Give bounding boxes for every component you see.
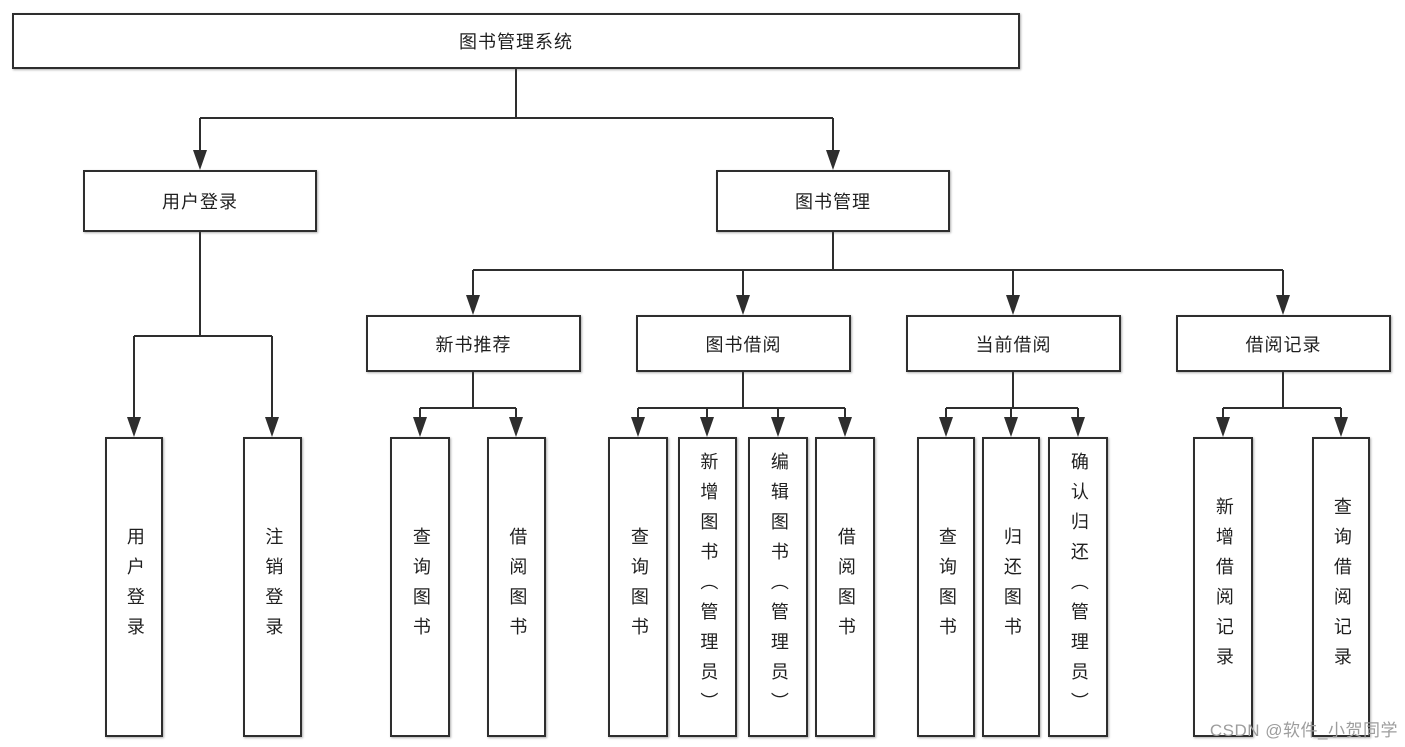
- leaf-query-borrow-record-label: 查询借阅记录: [1331, 497, 1352, 677]
- leaf-confirm-return-admin: 确认归还（管理员）: [1048, 437, 1108, 737]
- leaf-add-book-admin-label: 新增图书（管理员）: [698, 452, 719, 722]
- node-book-borrowing: 图书借阅: [636, 315, 851, 372]
- node-book-borrowing-label: 图书借阅: [705, 334, 782, 355]
- csdn-watermark: CSDN @软件_小贺同学: [1209, 721, 1398, 740]
- leaf-borrow-books-borrowing: 借阅图书: [815, 437, 875, 737]
- leaf-add-borrow-record: 新增借阅记录: [1193, 437, 1253, 737]
- leaf-confirm-return-admin-label: 确认归还（管理员）: [1068, 452, 1089, 722]
- leaf-return-books: 归还图书: [982, 437, 1040, 737]
- node-new-book-recommend-label: 新书推荐: [435, 334, 512, 355]
- leaf-add-borrow-record-label: 新增借阅记录: [1213, 497, 1234, 677]
- leaf-user-login: 用户登录: [105, 437, 163, 737]
- node-borrowing-records: 借阅记录: [1176, 315, 1391, 372]
- node-current-borrowing-label: 当前借阅: [975, 334, 1052, 355]
- leaf-edit-book-admin-label: 编辑图书（管理员）: [768, 452, 789, 722]
- arrowheads: [127, 150, 1348, 437]
- leaf-query-books-current: 查询图书: [917, 437, 975, 737]
- node-user-login: 用户登录: [83, 170, 317, 232]
- leaf-query-books-current-label: 查询图书: [936, 527, 957, 647]
- node-book-management-label: 图书管理: [795, 192, 871, 212]
- leaf-borrow-books-borrowing-label: 借阅图书: [835, 527, 856, 647]
- leaf-query-borrow-record: 查询借阅记录: [1312, 437, 1370, 737]
- leaf-return-books-label: 归还图书: [1001, 527, 1022, 647]
- leaf-user-login-label: 用户登录: [124, 527, 145, 647]
- node-user-login-label: 用户登录: [162, 192, 238, 212]
- leaf-query-books-recommend: 查询图书: [390, 437, 450, 737]
- node-book-management: 图书管理: [716, 170, 950, 232]
- leaf-query-books-recommend-label: 查询图书: [410, 527, 431, 647]
- leaf-logout-label: 注销登录: [263, 527, 284, 647]
- leaf-query-books-borrowing: 查询图书: [608, 437, 668, 737]
- node-current-borrowing: 当前借阅: [906, 315, 1121, 372]
- leaf-query-books-borrowing-label: 查询图书: [628, 527, 649, 647]
- node-root-label: 图书管理系统: [459, 32, 573, 52]
- node-root: 图书管理系统: [12, 13, 1020, 69]
- node-borrowing-records-label: 借阅记录: [1245, 334, 1322, 355]
- leaf-edit-book-admin: 编辑图书（管理员）: [748, 437, 808, 737]
- leaf-borrow-books-recommend-label: 借阅图书: [507, 527, 528, 647]
- node-new-book-recommend: 新书推荐: [366, 315, 581, 372]
- leaf-borrow-books-recommend: 借阅图书: [487, 437, 546, 737]
- leaf-logout: 注销登录: [243, 437, 302, 737]
- leaf-add-book-admin: 新增图书（管理员）: [678, 437, 737, 737]
